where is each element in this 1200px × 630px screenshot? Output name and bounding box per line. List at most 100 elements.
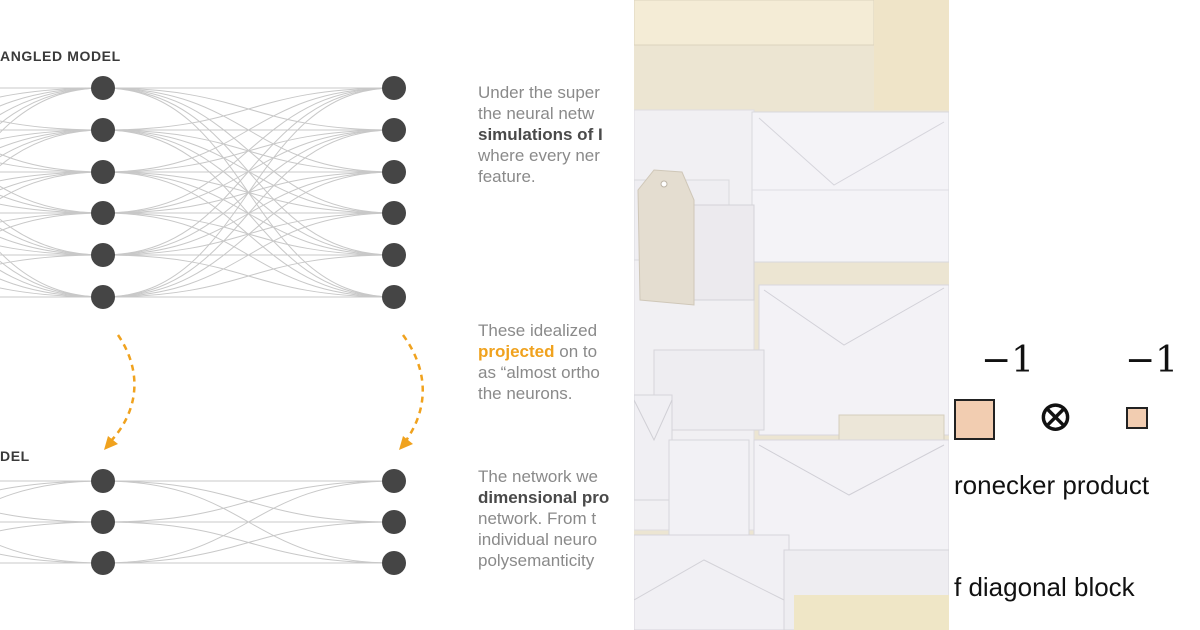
text-segment: the neural netw <box>478 104 595 123</box>
paragraph-line: the neurons. <box>478 383 634 404</box>
neuron-node <box>382 510 406 534</box>
network-diagram-panel: ANGLED MODEL DEL Under the super the neur… <box>0 48 634 575</box>
superscript-right: −1 <box>1125 340 1179 381</box>
text-segment: Under the super <box>478 83 600 102</box>
neuron-node <box>91 285 115 309</box>
superscript-left: −1 <box>981 340 1035 381</box>
text-segment: The network we <box>478 467 598 486</box>
neuron-node <box>382 201 406 225</box>
paragraph-line: where every ner <box>478 145 634 166</box>
edge <box>0 129 104 140</box>
neuron-node <box>91 510 115 534</box>
paragraph-line: Under the super <box>478 82 634 103</box>
large-block-icon <box>954 399 995 440</box>
paragraph-line: polysemanticity <box>478 550 634 571</box>
text-segment: feature. <box>478 167 536 186</box>
edge <box>102 521 395 564</box>
explanation-paragraph-1: Under the super the neural netw simulation… <box>478 82 634 187</box>
projection-arrow <box>109 334 136 443</box>
edge <box>0 129 104 167</box>
edge <box>0 203 104 214</box>
highlighted-term: projected <box>478 342 555 361</box>
projection-arrow <box>401 334 424 443</box>
paragraph-line: individual neuro <box>478 529 634 550</box>
network-diagram <box>0 76 424 575</box>
edge <box>0 87 104 116</box>
edge <box>0 129 104 158</box>
paragraph-line: projected on to <box>478 341 634 362</box>
paragraph-line: the neural netw <box>478 103 634 124</box>
text-segment: as “almost ortho <box>478 363 600 382</box>
edge <box>0 153 104 173</box>
edge <box>0 544 104 564</box>
edge <box>0 218 104 256</box>
neuron-node <box>382 118 406 142</box>
edge <box>0 87 104 125</box>
edge <box>0 521 104 532</box>
edge <box>0 129 104 149</box>
edge <box>102 480 395 523</box>
edge <box>0 171 104 182</box>
neuron-node <box>91 118 115 142</box>
arrow-head-icon <box>104 436 118 450</box>
edge <box>0 251 104 298</box>
edge <box>0 185 104 214</box>
edge <box>0 87 104 134</box>
neuron-node <box>382 76 406 100</box>
text-segment: These idealized <box>478 321 598 340</box>
edge <box>0 287 104 298</box>
edge <box>0 236 104 256</box>
top-model-label: ANGLED MODEL <box>0 48 121 64</box>
edge <box>0 512 104 523</box>
edge <box>102 171 395 298</box>
edge <box>0 553 104 564</box>
edge <box>0 171 104 200</box>
paragraph-line: simulations of I <box>478 124 634 145</box>
kronecker-panel: −1 −1 ⊗ ronecker product f diagonal bloc… <box>949 0 1200 630</box>
edge <box>0 254 104 265</box>
edge <box>0 87 104 98</box>
neuron-node <box>91 201 115 225</box>
neuron-node <box>91 551 115 575</box>
edge <box>0 194 104 214</box>
text-segment: network. From t <box>478 509 597 528</box>
paragraph-line: as “almost ortho <box>478 362 634 383</box>
edge <box>0 120 104 131</box>
neuron-node <box>91 76 115 100</box>
paragraph-line: The network we <box>478 466 634 487</box>
edge <box>0 212 104 232</box>
edge <box>102 87 395 131</box>
edge <box>0 212 104 223</box>
edge <box>0 245 104 256</box>
edge <box>0 227 104 256</box>
small-block-icon <box>1126 407 1148 429</box>
neuron-node <box>382 160 406 184</box>
text-segment: polysemanticity <box>478 551 595 570</box>
arrow-head-icon <box>399 436 413 450</box>
text-segment: the neurons. <box>478 384 573 403</box>
edge <box>0 162 104 173</box>
neuron-node <box>382 469 406 493</box>
edge <box>0 269 104 298</box>
edge <box>0 171 104 191</box>
bold-term: dimensional pro <box>478 488 610 507</box>
envelopes-photo <box>634 0 949 630</box>
text-segment: individual neuro <box>478 530 598 549</box>
caption-diagonal-block: f diagonal block <box>954 572 1135 602</box>
edge <box>102 87 395 298</box>
neuron-node <box>91 160 115 184</box>
bold-term: simulations of I <box>478 125 603 144</box>
edge <box>102 87 395 214</box>
paragraph-line: network. From t <box>478 508 634 529</box>
edge <box>0 480 104 491</box>
edge <box>0 87 104 107</box>
bottom-model-label: DEL <box>0 448 30 464</box>
neuron-node <box>91 243 115 267</box>
caption-kronecker: ronecker product <box>954 470 1150 500</box>
text-segment: where every ner <box>478 146 600 165</box>
text-segment: on to <box>554 342 598 361</box>
edge <box>0 480 104 500</box>
explanation-paragraph-3: The network we dimensional pro network. Fr… <box>478 466 634 571</box>
paragraph-line: These idealized <box>478 320 634 341</box>
